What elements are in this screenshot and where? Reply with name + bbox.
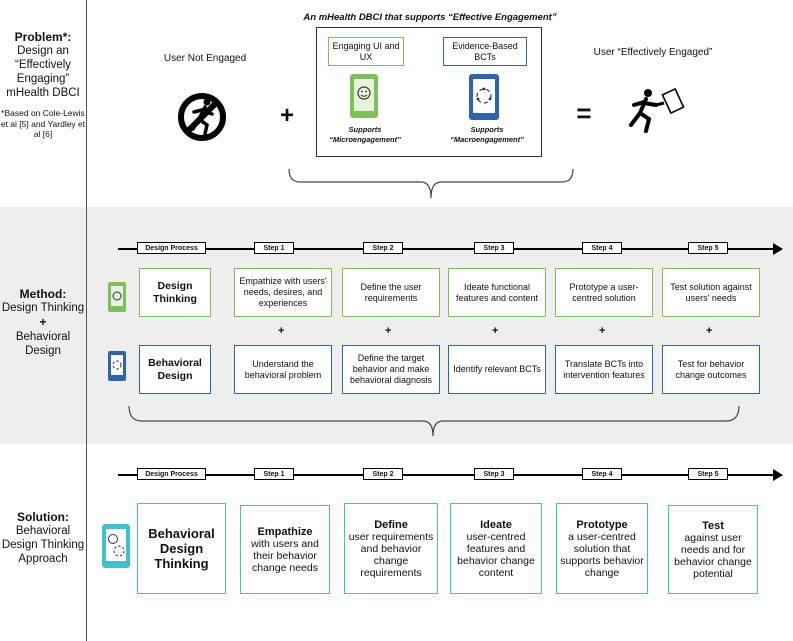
- engaging-ui-box: Engaging UI and UX: [328, 37, 404, 66]
- solution-box-1-head: Empathize: [257, 525, 313, 538]
- supports-macro-line2: “Macroengagement”: [450, 134, 524, 144]
- bd-row-label: Behavioral Design: [139, 345, 211, 394]
- evidence-bcts-box: Evidence-Based BCTs: [443, 37, 527, 66]
- solution-box-3-body: user-centred features and behavior chang…: [457, 530, 535, 579]
- solution-box-5-head: Test: [702, 519, 724, 532]
- plus-3: +: [492, 325, 499, 337]
- plus-5: +: [706, 325, 713, 337]
- solution-arrowhead: [773, 469, 783, 481]
- solution-step-4: Step 4: [582, 468, 622, 480]
- solution-box-4-body: a user-centred solution that supports be…: [560, 530, 644, 579]
- dt-box-3: Ideate functional features and content: [448, 268, 546, 317]
- bd-box-2: Define the target behavior and make beha…: [342, 345, 440, 394]
- method-label-dt: Design Thinking: [1, 302, 85, 314]
- solution-box-4: Prototype a user-centred solution that s…: [556, 503, 648, 594]
- solution-box-2-body: user requirements and behavior change re…: [348, 530, 434, 579]
- solution-box-5-body: against user needs and for behavior chan…: [674, 531, 752, 580]
- dt-row-label: Design Thinking: [139, 268, 211, 317]
- brace-method: [128, 405, 740, 437]
- bd-box-4: Translate BCTs into intervention feature…: [555, 345, 653, 394]
- solution-box-3-head: Ideate: [480, 518, 512, 531]
- plus-1: +: [278, 325, 285, 337]
- bd-box-1: Understand the behavioral problem: [234, 345, 332, 394]
- problem-note: *Based on Cole-Lewis et al [5] and Yardl…: [0, 108, 86, 139]
- method-step-5: Step 5: [688, 242, 728, 254]
- method-arrowhead: [773, 243, 783, 255]
- method-step-1: Step 1: [254, 242, 294, 254]
- solution-box-2-head: Define: [374, 518, 408, 531]
- method-step-3: Step 3: [474, 242, 514, 254]
- solution-box-1-body: with users and their behavior change nee…: [251, 537, 319, 574]
- dt-box-1: Empathize with users' needs, desires, an…: [234, 268, 332, 317]
- bdt-phone-icon: [102, 524, 130, 568]
- method-timeline: [118, 248, 773, 250]
- equals-sign: =: [576, 98, 592, 128]
- method-design-process: Design Process: [137, 242, 206, 254]
- plus-4: +: [599, 325, 606, 337]
- user-not-engaged-label: User Not Engaged: [163, 53, 247, 64]
- problem-title: An mHealth DBCI that supports “Effective…: [303, 12, 557, 23]
- solution-step-1: Step 1: [254, 468, 294, 480]
- cycle-phone-icon: [469, 74, 499, 120]
- dt-box-4: Prototype a user-centred solution: [555, 268, 653, 317]
- solution-step-2: Step 2: [363, 468, 403, 480]
- bdt-main-box: Behavioral Design Thinking: [137, 503, 226, 594]
- method-label-plus: +: [39, 315, 47, 329]
- solution-timeline: [118, 474, 773, 476]
- problem-label-bold: Problem*:: [14, 30, 72, 44]
- supports-micro-line1: Supports: [348, 125, 382, 134]
- problem-label: Problem*: Design an “Effectively Engagin…: [0, 30, 86, 140]
- bd-box-5: Test for behavior change outcomes: [662, 345, 760, 394]
- dt-box-5: Test solution against users' needs: [662, 268, 760, 317]
- user-engaged-label: User “Effectively Engaged”: [593, 47, 713, 58]
- solution-step-3: Step 3: [474, 468, 514, 480]
- bd-box-3: Identify relevant BCTs: [448, 345, 546, 394]
- solution-box-2: Define user requirements and behavior ch…: [344, 503, 438, 594]
- solution-box-4-head: Prototype: [576, 518, 628, 531]
- supports-macro-line1: Supports: [470, 125, 504, 134]
- plus-sign: +: [279, 102, 294, 129]
- plus-2: +: [385, 325, 392, 337]
- method-label: Method: Design Thinking + Behavioral Des…: [0, 287, 86, 358]
- bd-phone-icon: [108, 351, 126, 381]
- user-not-engaged-icon: [178, 93, 226, 141]
- brace-problem: [288, 168, 574, 199]
- solution-box-3: Ideate user-centred features and behavio…: [450, 503, 542, 594]
- solution-label: Solution: Behavioral Design Thinking App…: [0, 510, 86, 566]
- smiley-phone-icon: [350, 74, 378, 118]
- dt-box-2: Define the user requirements: [342, 268, 440, 317]
- supports-micro-label: Supports “Microengagement”: [325, 125, 405, 144]
- dt-phone-icon: [108, 282, 126, 312]
- solution-label-text: Behavioral Design Thinking Approach: [1, 525, 85, 565]
- supports-macro-label: Supports “Macroengagement”: [442, 125, 532, 144]
- method-label-bd: Behavioral Design: [15, 331, 71, 357]
- solution-label-bold: Solution:: [17, 510, 69, 524]
- solution-box-5: Test against user needs and for behavior…: [668, 505, 758, 594]
- method-step-4: Step 4: [582, 242, 622, 254]
- method-label-bold: Method:: [19, 287, 67, 301]
- supports-micro-line2: “Microengagement”: [329, 134, 401, 144]
- method-step-2: Step 2: [363, 242, 403, 254]
- left-divider: [86, 0, 87, 641]
- solution-design-process: Design Process: [137, 468, 206, 480]
- solution-box-1: Empathize with users and their behavior …: [240, 505, 330, 594]
- solution-step-5: Step 5: [688, 468, 728, 480]
- user-engaged-icon: [629, 87, 685, 133]
- problem-label-text: Design an “Effectively Engaging” mHealth…: [6, 45, 80, 99]
